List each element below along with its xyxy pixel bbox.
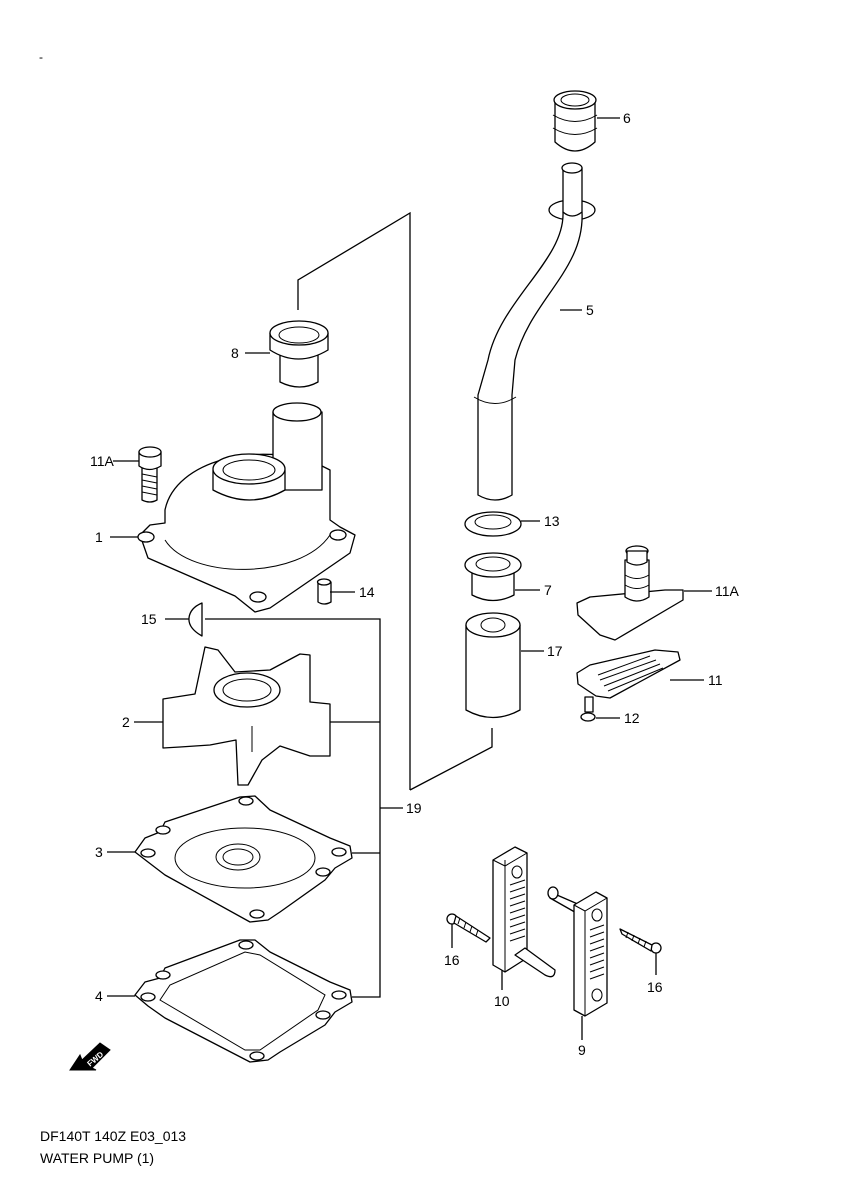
part-17-tapping-screw-left[interactable] [446,913,491,943]
callout-19: 19 [406,800,422,816]
part-17-tapping-screw-right[interactable] [619,928,662,954]
part-13-screw[interactable] [580,696,596,722]
part-2-impeller[interactable] [162,646,331,786]
callout-8: 8 [231,345,239,361]
callout-4: 4 [95,988,103,1004]
callout-10: 10 [494,993,510,1009]
callout-labels: 6 5 8 11A 1 13 7 11A 14 15 17 11 12 2 19… [90,110,740,1058]
part-7-bushing[interactable] [464,552,522,602]
callout-7: 7 [544,582,552,598]
part-8-case-bushing[interactable] [269,320,329,388]
part-18-tube-seal[interactable] [465,612,521,719]
part-10-side-strainer[interactable] [492,846,556,978]
callout-12: 11A [90,453,115,469]
callout-3: 3 [95,844,103,860]
callout-11a: 11A [715,583,740,599]
part-3-plate[interactable] [134,795,353,923]
part-9-side-strainer[interactable] [547,886,608,1017]
callout-1: 1 [95,529,103,545]
part-5-water-tube[interactable] [473,162,596,501]
kit-bracket-19 [205,211,493,998]
diagram-title: WATER PUMP (1) [40,1150,155,1166]
callout-17-left: 16 [444,952,460,968]
callout-5: 5 [586,302,594,318]
callout-9: 9 [578,1042,586,1058]
callout-2: 2 [122,714,130,730]
callout-18: 17 [547,643,563,659]
callout-6: 6 [623,110,631,126]
part-11-strainer[interactable] [576,649,681,699]
part-1-pump-case[interactable] [137,402,356,613]
part-14-washer[interactable] [464,511,522,537]
part-6-grommet[interactable] [552,90,598,152]
leader-lines [107,117,712,1040]
forward-arrow-icon: FWD [69,1042,111,1071]
part-4-gasket[interactable] [134,939,353,1063]
part-12-bolt[interactable] [138,446,162,503]
part-15-dowel-pin[interactable] [316,578,332,605]
part-16-key[interactable] [188,602,203,637]
callout-11: 11 [708,672,723,688]
callout-15: 14 [359,584,375,600]
callout-13: 12 [624,710,640,726]
part-11a-strainer-nipple[interactable] [576,545,684,641]
callout-16: 15 [141,611,157,627]
callout-14: 13 [544,513,560,529]
corner-mark: - [39,50,43,64]
callout-17-right: 16 [647,979,663,995]
model-code: DF140T 140Z E03_013 [40,1128,187,1144]
